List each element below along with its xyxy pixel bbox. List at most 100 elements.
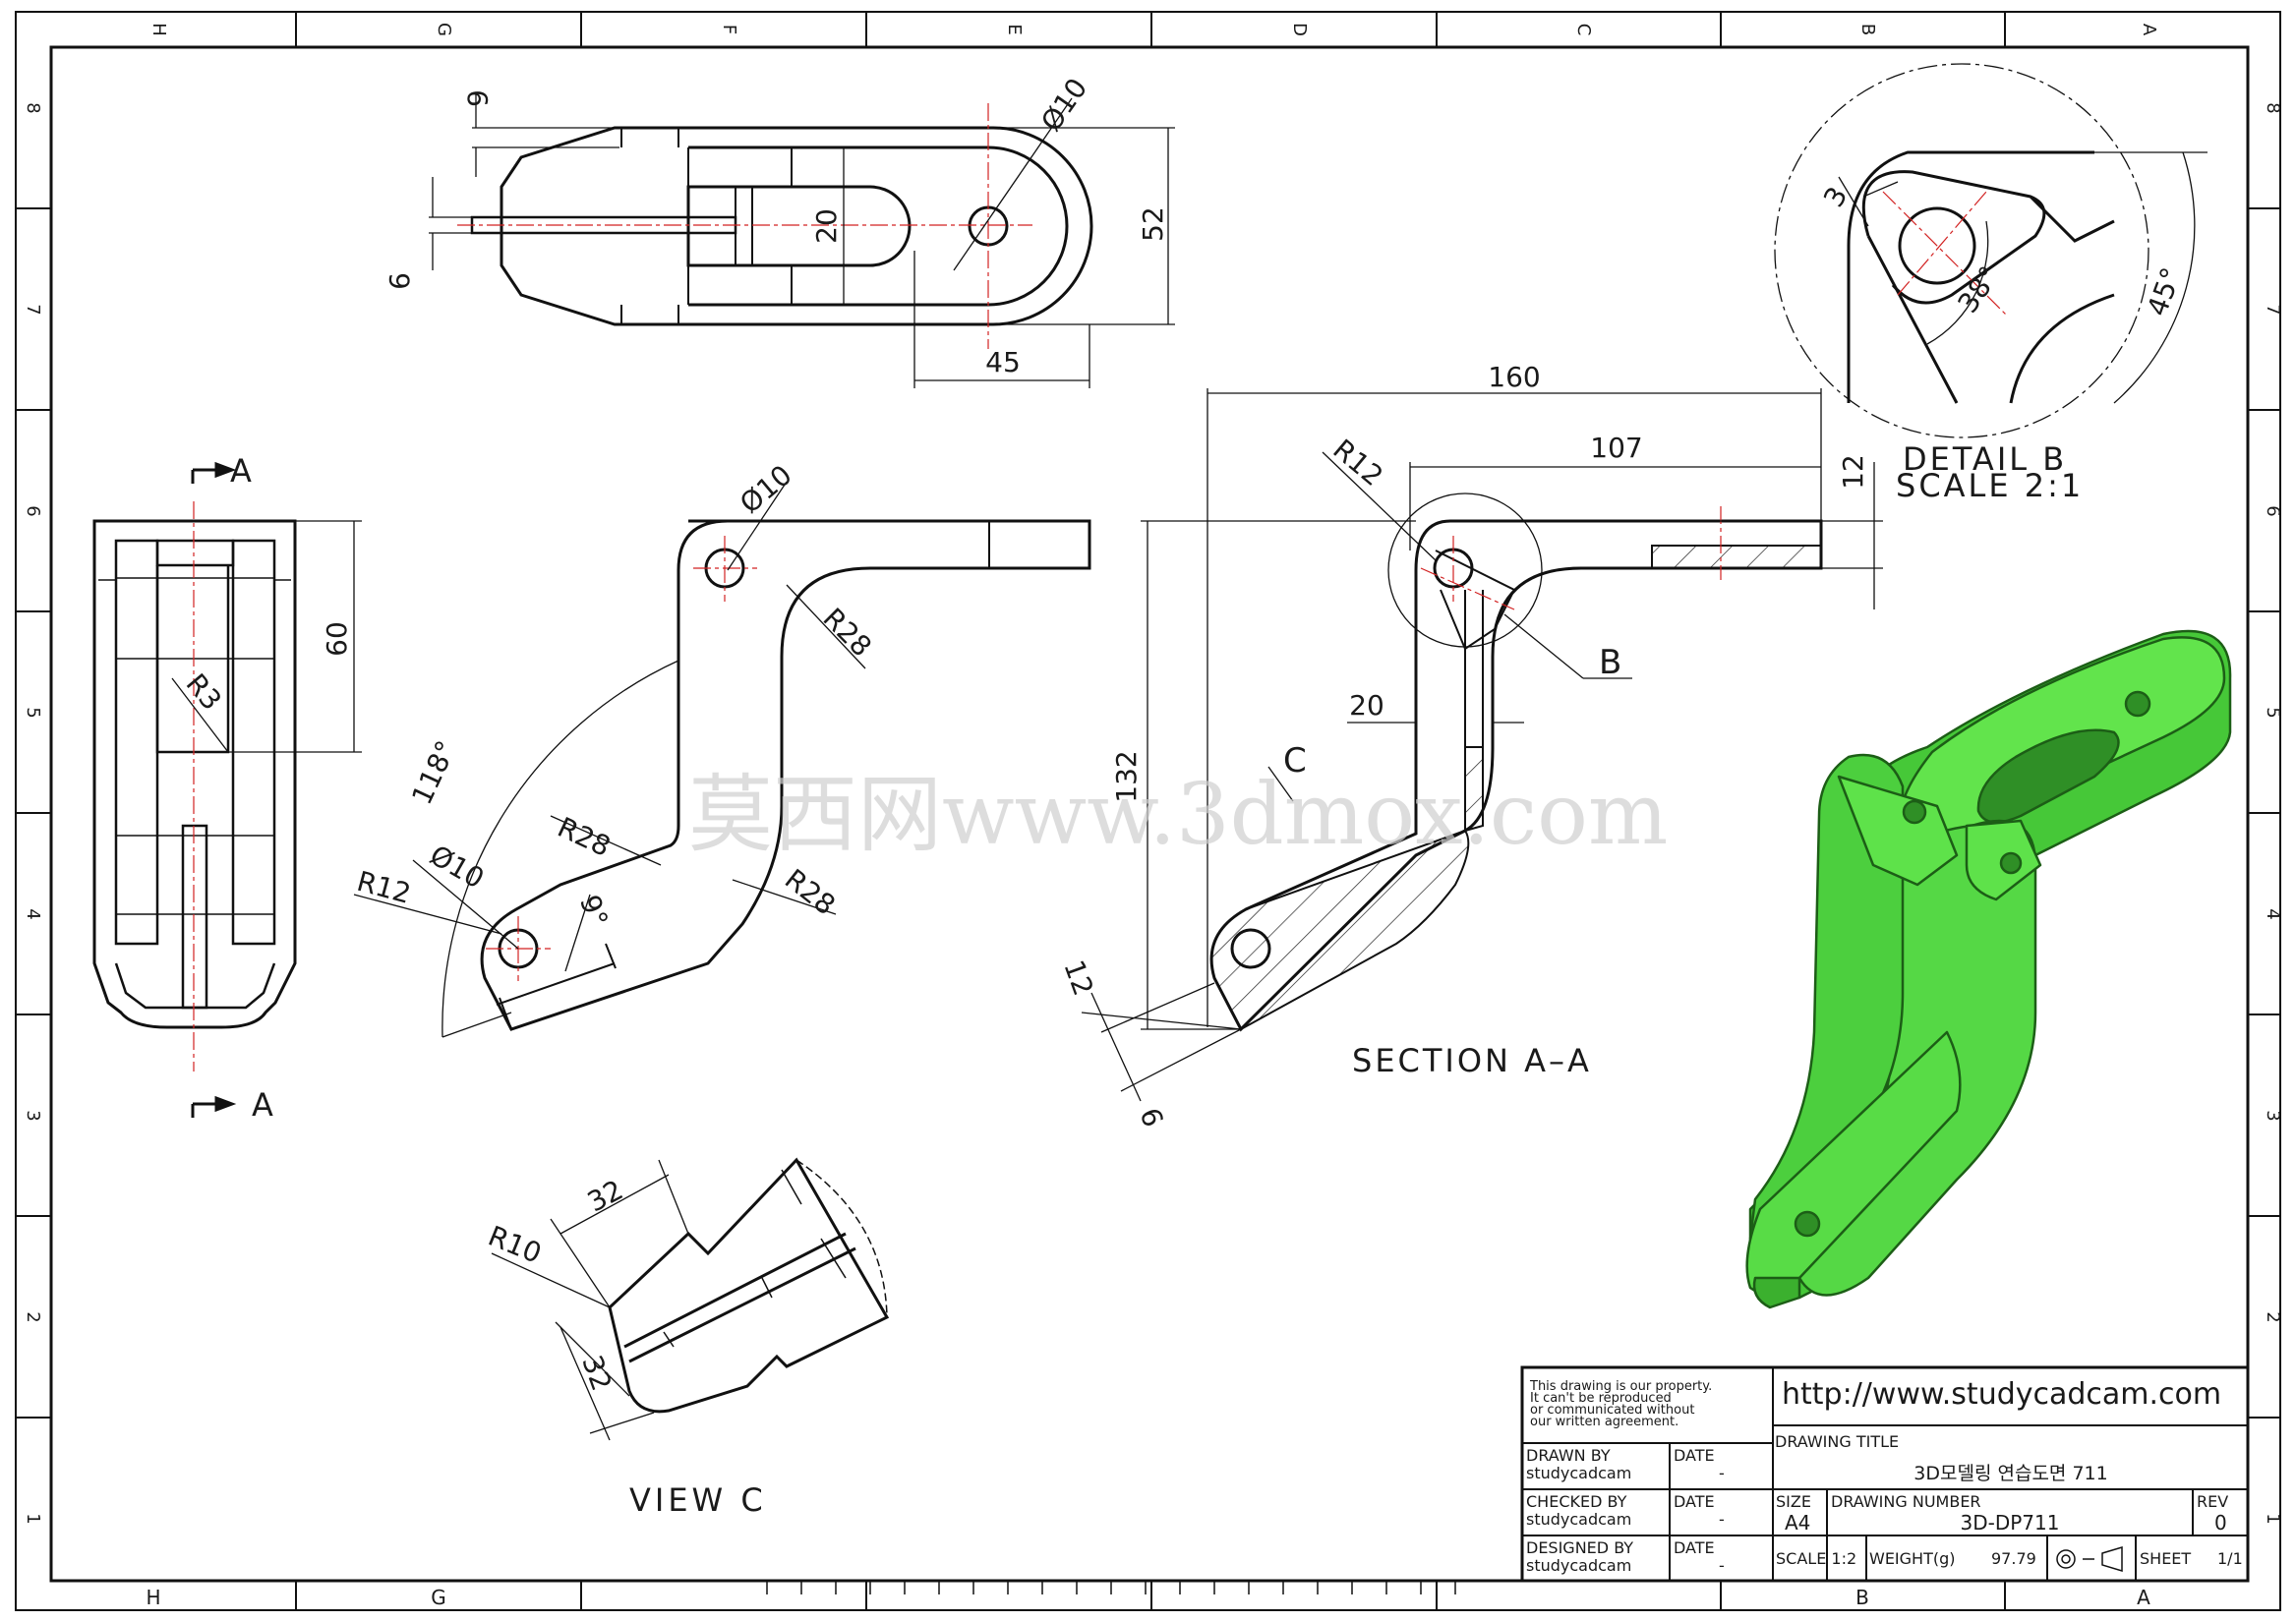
dim-section-20: 20	[1349, 689, 1384, 722]
dim-section-12-top: 12	[1837, 454, 1869, 490]
detail-b-circle	[1387, 492, 1543, 648]
dim-front-dia10-bottom: Ø10	[425, 839, 490, 895]
label-b: B	[1599, 643, 1621, 682]
sheet-border	[15, 11, 2281, 1611]
tb-notice-line: our written agreement.	[1530, 1415, 1678, 1429]
detail-title: DETAIL B	[1903, 440, 2067, 478]
zone-labels-left: 8 7 6 5 4 3 2 1	[23, 102, 43, 1524]
iso-model	[1745, 629, 2232, 1309]
tb-size: A4	[1785, 1511, 1810, 1535]
iso-model-left-hole	[1902, 799, 1927, 825]
dim-top-52: 52	[1137, 206, 1169, 242]
top-view-slot	[686, 185, 912, 267]
zone-row-label: 1	[23, 1513, 43, 1524]
detail-b-boundary	[1774, 63, 2149, 438]
iso-model-top-hole	[2124, 690, 2151, 718]
zone-row-label: 8	[23, 102, 43, 113]
label-c: C	[1283, 741, 1307, 781]
zone-col-label: B	[1857, 24, 1878, 35]
tb-sheet: 1/1	[2217, 1549, 2243, 1568]
dim-left-60: 60	[321, 621, 353, 657]
dim-front-angle-118: 118°	[405, 735, 462, 809]
detail-b-lug	[1861, 170, 2046, 305]
zone-col-label: G	[434, 23, 454, 36]
dim-detail-38deg: 38°	[1951, 261, 2006, 319]
tb-checked-date-label: DATE	[1674, 1492, 1715, 1511]
tb-designed-date: -	[1719, 1556, 1725, 1575]
section-bottom-hole	[1230, 928, 1271, 969]
projection-symbol-inner	[2061, 1554, 2071, 1564]
zone-col-label: F	[719, 25, 739, 34]
dim-section-160: 160	[1488, 361, 1540, 393]
view-c-outline	[608, 1157, 890, 1414]
tb-drawn-date: -	[1719, 1464, 1725, 1482]
tb-rev: 0	[2214, 1511, 2227, 1535]
zone-col-label: C	[1573, 24, 1594, 36]
iso-model-foot-hole	[1794, 1210, 1821, 1238]
front-view-outline	[480, 519, 1091, 1031]
zone-row-label: 7	[2263, 304, 2283, 315]
section-view: 160 107 R12 12 20 132 12 6 B C SECTION A…	[1057, 361, 1883, 1131]
dim-section-107: 107	[1590, 432, 1642, 464]
top-view: 6 6 20 52 45 Ø10	[383, 72, 1175, 388]
iso-model-slot	[1976, 728, 2120, 824]
section-hatch-bottom	[1210, 829, 1470, 1031]
dim-section-6: 6	[1133, 1104, 1169, 1131]
tb-drawing-number: 3D-DP711	[1961, 1511, 2060, 1535]
zone-col-label: G	[431, 1586, 446, 1609]
left-view-outline	[92, 519, 297, 1029]
dim-front-dia10-top: Ø10	[734, 459, 797, 520]
tb-url: http://www.studycadcam.com	[1782, 1377, 2221, 1412]
tb-drawn-by-label: DRAWN BY	[1526, 1446, 1611, 1465]
dim-section-12-bottom: 12	[1057, 956, 1099, 1000]
zone-labels-top: H G F E D C B A	[148, 23, 2159, 36]
tb-weight-label: WEIGHT(g)	[1869, 1549, 1956, 1568]
tb-size-label: SIZE	[1776, 1492, 1811, 1511]
tb-weight: 97.79	[1991, 1549, 2036, 1568]
zone-col-label: D	[1289, 23, 1310, 36]
section-marker-top: A	[230, 452, 252, 490]
zone-row-label: 2	[23, 1311, 43, 1322]
tb-checked-date: -	[1719, 1510, 1725, 1529]
tb-drawing-title: 3D모델링 연습도면 711	[1913, 1463, 2107, 1484]
zone-col-label: H	[146, 1586, 160, 1609]
section-hatch-web	[1464, 746, 1484, 833]
dim-top-20: 20	[810, 208, 843, 244]
title-block: This drawing is our property. It can't b…	[1520, 1365, 2250, 1583]
zone-col-label: A	[2139, 24, 2159, 36]
zone-col-label: B	[1855, 1586, 1869, 1609]
view-c-title: VIEW C	[629, 1481, 767, 1519]
iso-model-left-lug	[1837, 775, 1959, 887]
tb-scale: SCALE 1:2	[1776, 1549, 1856, 1568]
detail-b-hole	[1898, 206, 1976, 285]
dim-viewc-32-top: 32	[582, 1174, 628, 1219]
tb-designed-by-label: DESIGNED BY	[1526, 1538, 1633, 1557]
tb-designed-by: studycadcam	[1526, 1556, 1631, 1575]
detail-b-profile	[1847, 150, 2115, 404]
dim-front-r28-left: R28	[553, 811, 616, 863]
projection-symbol-circle	[2056, 1549, 2076, 1569]
tb-notice-line: It can't be reproduced	[1530, 1391, 1672, 1406]
zone-col-label: E	[1004, 24, 1025, 34]
dim-top-45: 45	[985, 346, 1021, 378]
top-view-outline	[500, 126, 1093, 326]
tb-checked-by-label: CHECKED BY	[1526, 1492, 1627, 1511]
section-marker-bottom: A	[252, 1086, 273, 1124]
section-hatch-top	[1651, 545, 1822, 569]
iso-model-foot-edge	[1752, 1276, 1801, 1309]
tb-drawn-date-label: DATE	[1674, 1446, 1715, 1465]
section-title: SECTION A–A	[1352, 1042, 1592, 1079]
dim-detail-45deg: 45°	[2141, 263, 2188, 320]
dim-section-r12: R12	[1326, 433, 1388, 492]
zone-row-label: 8	[2263, 102, 2283, 113]
zone-row-label: 7	[23, 304, 43, 315]
zone-row-label: 6	[2263, 505, 2283, 516]
front-view: Ø10 R28 118° R28 R28 Ø10 R12 9°	[354, 459, 1091, 1038]
zone-col-label: H	[148, 23, 169, 36]
view-c: 32 R10 32 VIEW C	[484, 1157, 890, 1519]
zone-row-label: 3	[23, 1110, 43, 1121]
zone-row-label: 4	[2263, 908, 2283, 919]
tb-drawing-title-label: DRAWING TITLE	[1775, 1432, 1899, 1451]
dim-front-r28-top: R28	[817, 602, 878, 663]
